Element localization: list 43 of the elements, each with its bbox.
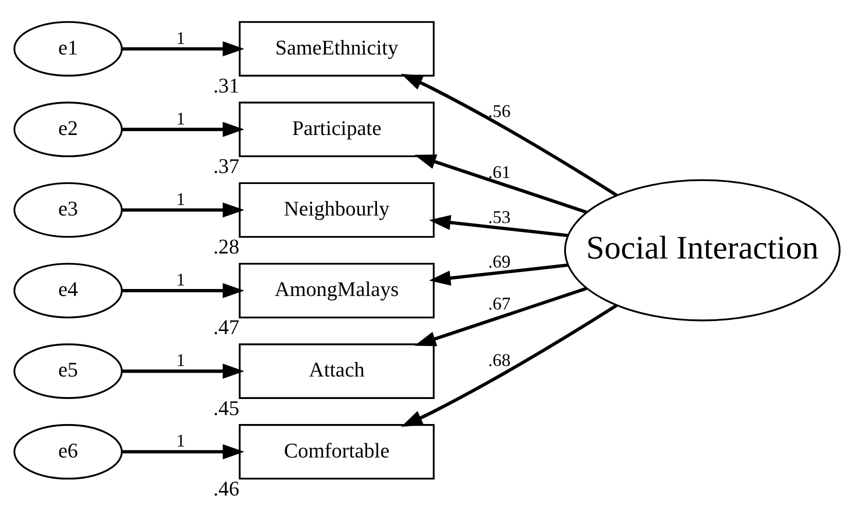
node-box: Attach: [238, 343, 435, 399]
node-box: Neighbourly: [238, 182, 435, 238]
arrow: [122, 122, 244, 137]
node-label: .31: [213, 73, 240, 98]
node-label: .45: [213, 396, 240, 420]
arrow: [122, 364, 244, 379]
arrow: [401, 74, 618, 197]
node-ellipse: e1: [13, 21, 123, 77]
node-box: Comfortable: [238, 424, 435, 480]
arrow: [414, 154, 587, 214]
edge-label: 1: [176, 28, 186, 48]
arrow: [122, 41, 244, 56]
node-ellipse: e4: [13, 262, 123, 318]
arrow: [122, 283, 244, 298]
edge-label: .68: [488, 350, 511, 370]
node-ellipse: Social Interaction: [564, 179, 841, 322]
arrow: [122, 444, 244, 460]
edge-label: .53: [488, 206, 511, 227]
node-ellipse: e3: [13, 182, 123, 238]
arrow: [429, 263, 568, 286]
edge-label: 1: [176, 270, 186, 290]
edge-label: 1: [176, 350, 186, 370]
arrow: [429, 215, 568, 238]
edge-label: .67: [488, 293, 511, 314]
edge-label: .69: [488, 252, 511, 272]
edge-label: 1: [176, 108, 186, 128]
node-box: AmongMalays: [238, 262, 435, 318]
node-label: .46: [213, 476, 240, 500]
node-ellipse: e5: [13, 343, 123, 399]
node-box: Participate: [238, 102, 435, 158]
edge-label: .61: [488, 162, 511, 182]
node-ellipse: e6: [13, 424, 123, 480]
node-label: .28: [213, 234, 240, 259]
node-label: .37: [213, 154, 240, 178]
edge-label: 1: [176, 430, 186, 451]
arrow: [401, 304, 618, 427]
edge-label: 1: [176, 188, 186, 209]
node-box: SameEthnicity: [238, 21, 435, 77]
node-label: .47: [213, 315, 240, 340]
node-ellipse: e2: [13, 102, 123, 158]
arrow: [414, 286, 587, 346]
arrow: [122, 202, 244, 218]
edge-label: .56: [488, 100, 511, 121]
